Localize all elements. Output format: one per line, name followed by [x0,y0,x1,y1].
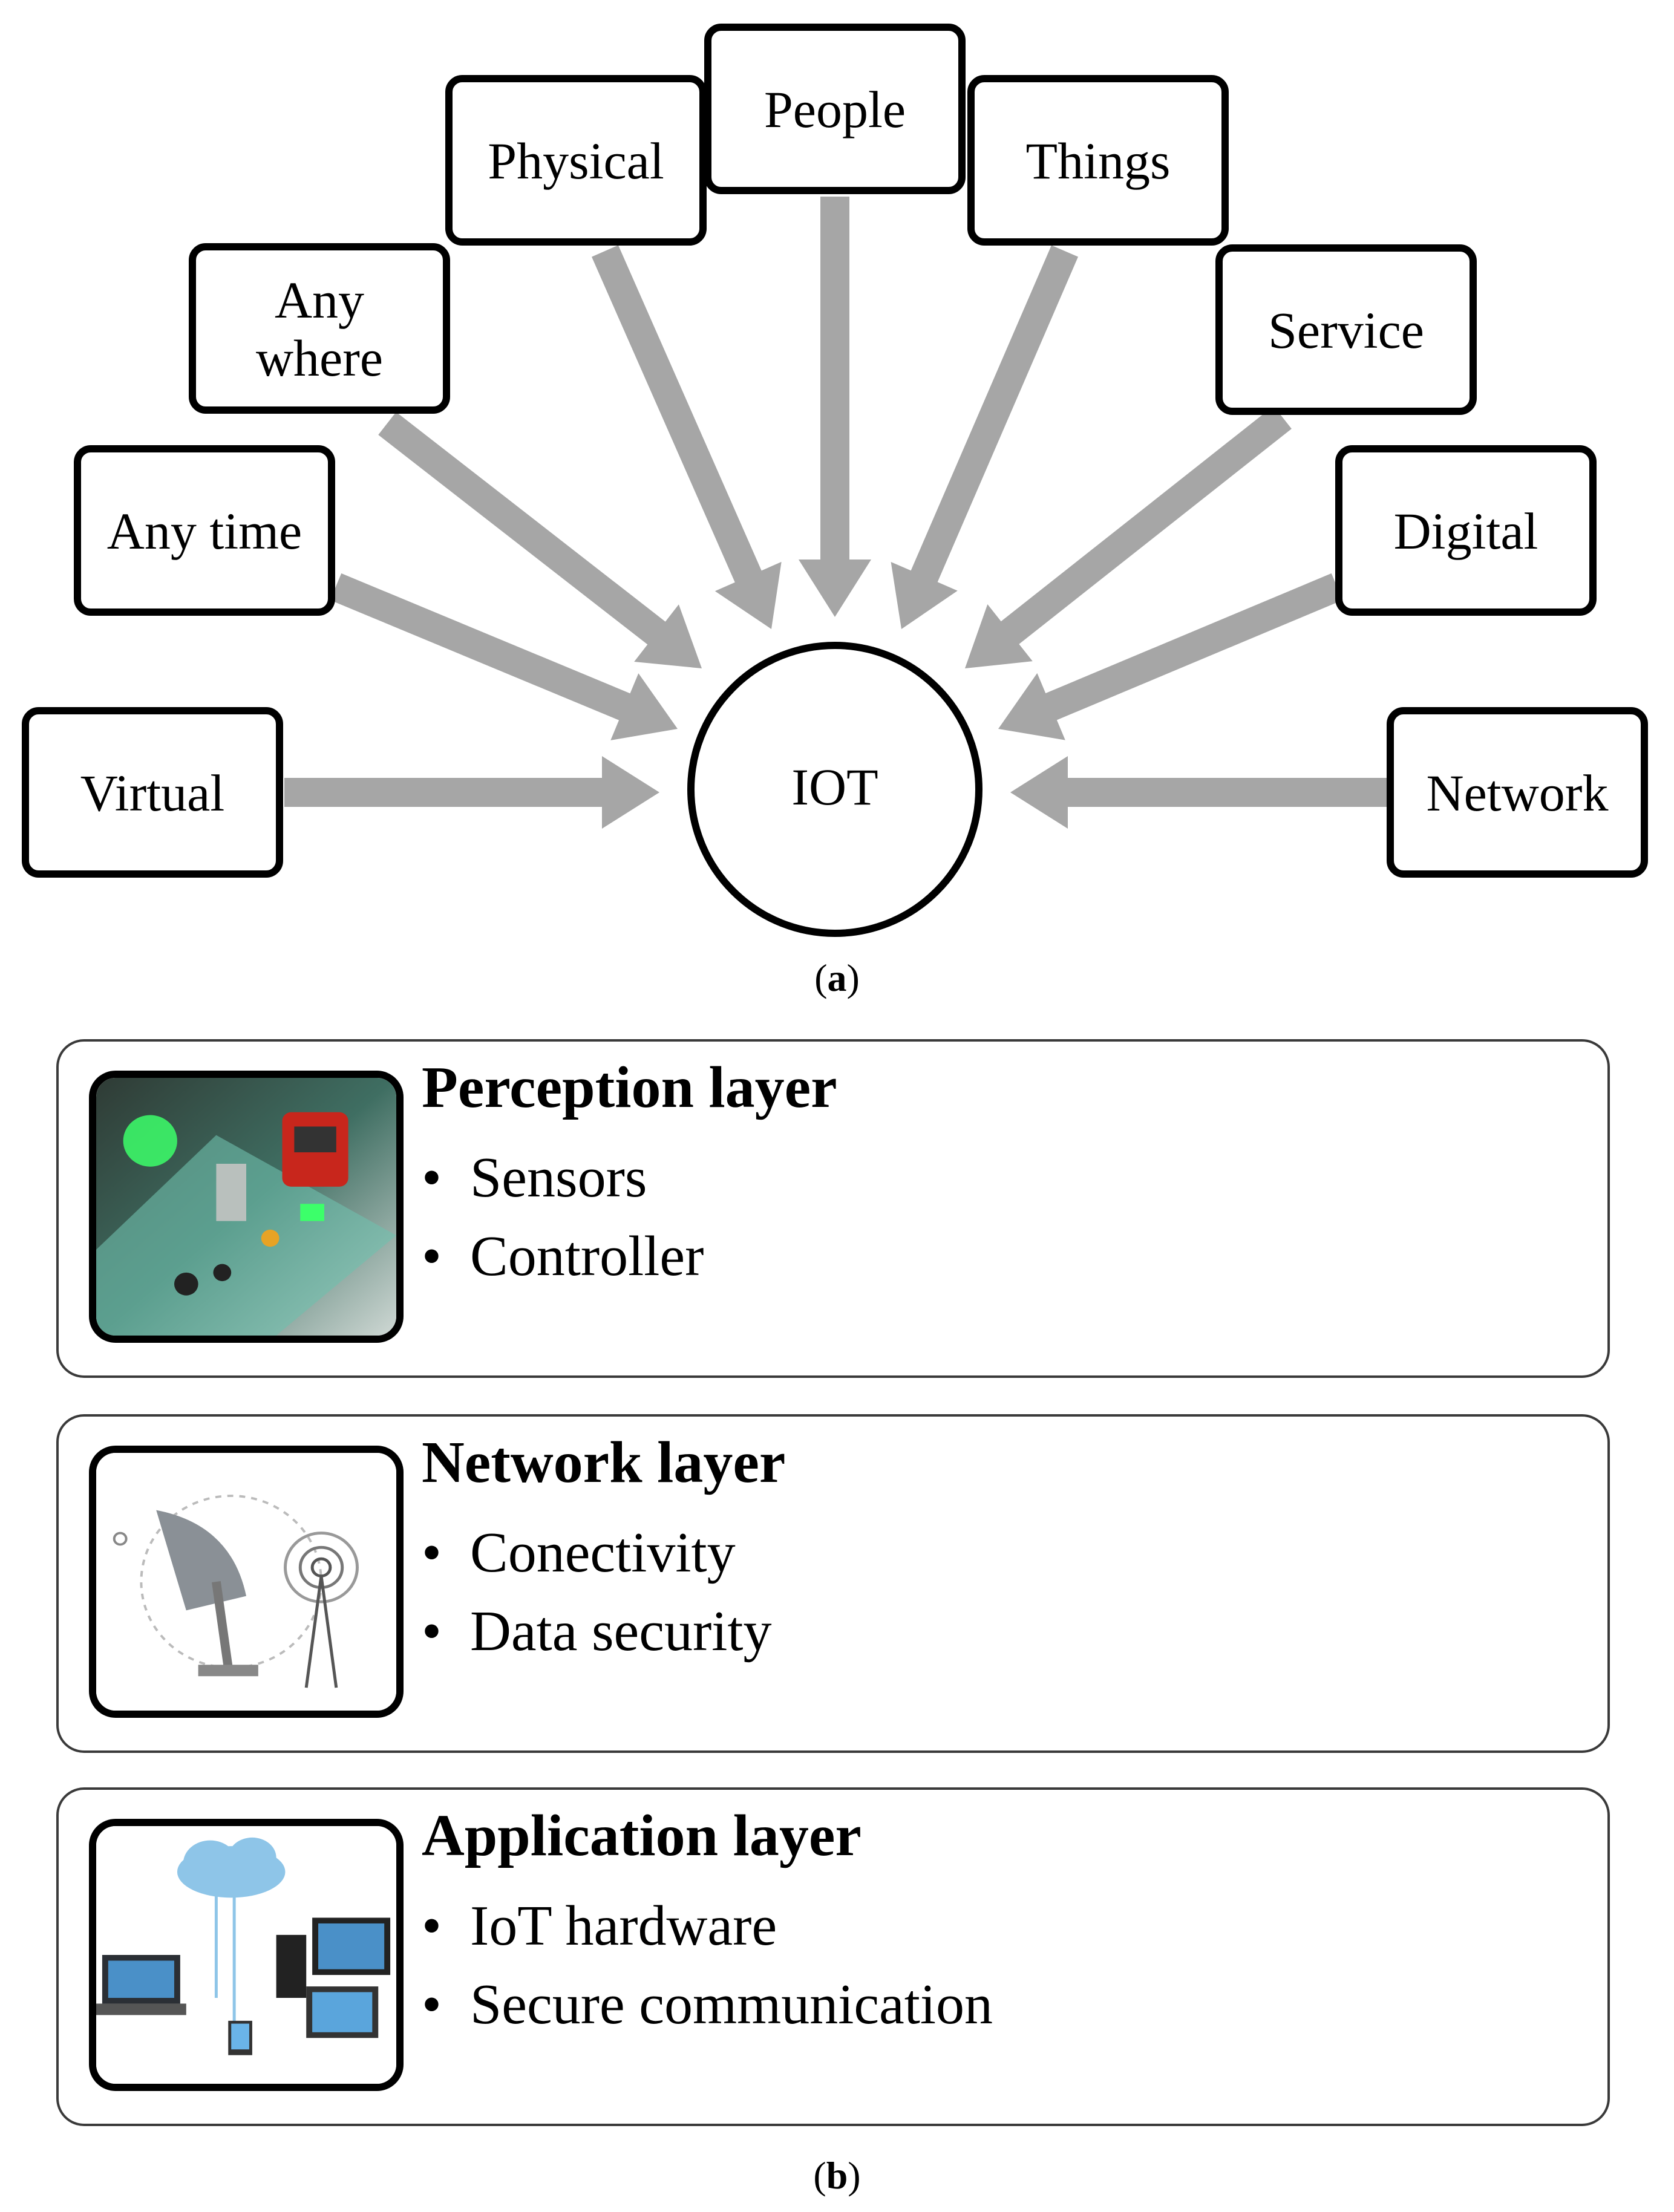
caption-b: (b) [813,2154,861,2197]
arrow-people [799,197,871,617]
list-item: • Secure communication [422,1965,993,2044]
bullet-icon: • [422,1894,442,1957]
bullet-icon: • [422,1973,442,2036]
source-box-virtual: Virtual [22,707,283,878]
source-label-any-time: Any time [107,502,302,560]
arrow-things [891,245,1079,629]
arrow-physical [592,245,782,630]
arrow-digital [998,573,1343,740]
arrow-network [1010,756,1388,829]
source-box-digital: Digital [1335,445,1597,616]
iot-center-label: IOT [791,758,878,816]
application-layer-items: • IoT hardware • Secure communication [422,1887,993,2044]
bullet-icon: • [422,1225,442,1288]
list-item-text: Data security [470,1600,772,1663]
perception-layer-title: Perception layer [422,1055,837,1120]
list-item: • IoT hardware [422,1887,993,1965]
source-box-network: Network [1387,707,1648,878]
iot-center-node: IOT [687,642,982,937]
cloud-connected-devices-illustration [89,1819,404,2091]
perception-layer-card: Perception layer • Sensors • Controller [56,1039,1610,1378]
source-label-people: People [764,80,906,139]
list-item-text: IoT hardware [470,1894,777,1957]
network-layer-items: • Conectivity • Data security [422,1513,772,1671]
caption-a-label: a [827,956,847,999]
caption-a: (a) [814,956,860,999]
application-layer-title: Application layer [422,1803,862,1868]
list-item-text: Controller [470,1225,704,1288]
bullet-icon: • [422,1146,442,1209]
industrial-sensor-controller-photo [89,1071,404,1343]
arrow-any-time [330,573,678,740]
list-item: • Controller [422,1217,704,1296]
application-layer-card: Application layer • IoT hardware • Secure co… [56,1787,1610,2126]
network-layer-card: Network layer • Conectivity • Data security [56,1414,1610,1753]
source-box-things: Things [967,75,1229,246]
source-box-physical: Physical [445,75,707,246]
source-label-digital: Digital [1394,502,1538,560]
caption-b-label: b [826,2154,848,2197]
source-box-any-time: Any time [74,445,335,616]
list-item-text: Sensors [470,1146,647,1209]
arrow-service [965,406,1292,668]
source-label-service: Service [1268,301,1424,359]
source-label-virtual: Virtual [80,764,224,822]
arrow-any-where [378,412,702,668]
arrow-virtual [284,756,659,829]
source-label-physical: Physical [488,132,664,190]
source-label-network: Network [1427,764,1609,822]
bullet-icon: • [422,1521,442,1584]
network-layer-title: Network layer [422,1430,786,1495]
list-item: • Sensors [422,1138,704,1217]
arrows-group [284,197,1388,829]
satellite-dish-antenna-illustration [89,1446,404,1718]
source-box-service: Service [1215,244,1477,415]
perception-layer-items: • Sensors • Controller [422,1138,704,1296]
list-item: • Data security [422,1592,772,1671]
source-label-things: Things [1026,132,1171,190]
list-item-text: Conectivity [470,1521,736,1584]
list-item: • Conectivity [422,1513,772,1592]
source-box-people: People [704,24,966,194]
bullet-icon: • [422,1600,442,1663]
list-item-text: Secure communication [470,1973,993,2036]
